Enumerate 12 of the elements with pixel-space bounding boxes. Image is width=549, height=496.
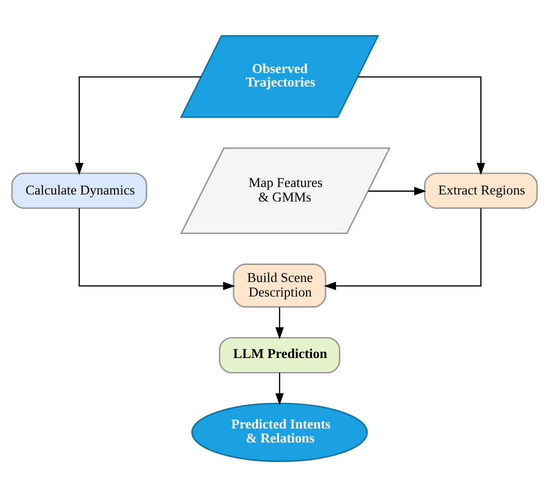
arrow	[275, 372, 284, 405]
node-box: Calculate Dynamics	[11, 172, 148, 208]
arrow	[78, 208, 236, 290]
node-ellipse: Predicted Intents & Relations	[191, 402, 368, 462]
arrow	[275, 306, 284, 339]
arrow	[368, 186, 426, 195]
arrow	[324, 208, 482, 290]
node-box: LLM Prediction	[218, 336, 340, 373]
node-box: Build Scene Description	[232, 263, 326, 308]
arrow	[75, 76, 201, 174]
node-box: Extract Regions	[424, 172, 538, 208]
arrow	[358, 76, 486, 174]
